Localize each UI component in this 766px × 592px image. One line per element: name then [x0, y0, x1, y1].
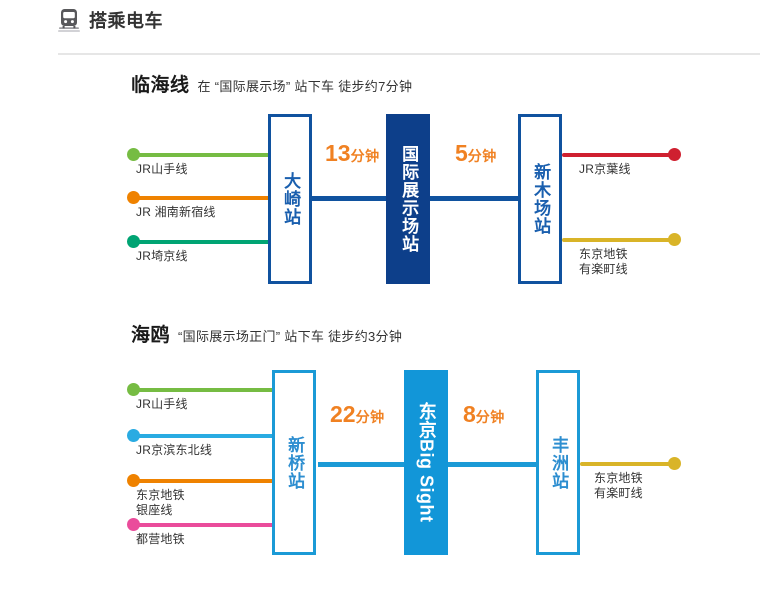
route-note: “国际展示场正门” 站下车 徒步约3分钟 [178, 329, 403, 344]
time-number: 22 [330, 401, 356, 427]
feeder-label-keihin-tohoku: JR京滨东北线 [136, 443, 213, 457]
time-unit: 分钟 [467, 148, 497, 164]
trunk-segment-2 [448, 462, 543, 467]
feeder-line-yurakucho [562, 238, 672, 242]
feeder-dot-yurakucho [668, 457, 681, 470]
station-label: 大崎站 [281, 172, 301, 226]
feeder-label-yurakucho: 东京地铁 有楽町线 [594, 471, 643, 500]
route-note: 在 “国际展示场” 站下车 徒步约7分钟 [197, 79, 413, 94]
feeder-line-toei [136, 523, 299, 527]
time-label-shimbashi-to-bigsight: 22分钟 [330, 403, 385, 426]
feeder-dot-ginza [127, 474, 140, 487]
route-diagram-rinkai: JR山手线 JR 湘南新宿线 JR埼京线 JR京葉线 东京地铁 有楽町线 大崎站… [0, 100, 766, 300]
time-number: 8 [463, 401, 476, 427]
feeder-dot-keihin-tohoku [127, 429, 140, 442]
station-label: 东京Big Sight [416, 402, 437, 523]
feeder-label-shonan-shinjuku: JR 湘南新宿线 [136, 205, 216, 219]
feeder-dot-yamanote [127, 148, 140, 161]
feeder-line-shonan-shinjuku [136, 196, 281, 200]
route-name: 临海线 [131, 75, 190, 96]
feeder-label-yurakucho: 东京地铁 有楽町线 [579, 247, 628, 276]
time-unit: 分钟 [350, 148, 380, 164]
time-unit: 分钟 [475, 409, 505, 425]
trunk-segment-2 [430, 196, 525, 201]
feeder-line-saikyo [136, 240, 281, 244]
feeder-dot-toei [127, 518, 140, 531]
feeder-line-ginza [136, 479, 299, 483]
feeder-label-toei: 都营地铁 [136, 532, 185, 546]
time-number: 5 [455, 140, 468, 166]
feeder-line-yamanote [136, 388, 299, 392]
feeder-dot-shonan-shinjuku [127, 191, 140, 204]
time-label-bigsight-to-toyosu: 8分钟 [463, 403, 505, 426]
station-label: 新木场站 [531, 163, 551, 235]
feeder-dot-saikyo [127, 235, 140, 248]
header-divider [58, 53, 760, 55]
route-diagram-yurikamome: JR山手线 JR京滨东北线 东京地铁 银座线 都营地铁 东京地铁 有楽町线 新桥… [0, 355, 766, 570]
time-number: 13 [325, 140, 351, 166]
train-icon [58, 8, 80, 34]
feeder-dot-keiyo [668, 148, 681, 161]
route-name: 海鸥 [131, 325, 171, 346]
station-box-tokyo-big-sight[interactable]: 东京Big Sight [404, 370, 448, 555]
time-label-kokusai-to-shinkiba: 5分钟 [455, 142, 497, 165]
feeder-label-yamanote: JR山手线 [136, 397, 188, 411]
feeder-line-keiyo [562, 153, 672, 157]
feeder-line-keihin-tohoku [136, 434, 299, 438]
station-box-kokusai-tenjijo[interactable]: 国际展示场站 [386, 114, 430, 284]
feeder-dot-yamanote [127, 383, 140, 396]
station-box-osaki[interactable]: 大崎站 [268, 114, 312, 284]
page-header: 搭乘电车 [58, 8, 163, 34]
feeder-line-yurakucho [580, 462, 672, 466]
feeder-label-ginza: 东京地铁 银座线 [136, 488, 185, 517]
trunk-segment-1 [300, 196, 390, 201]
station-box-shimbashi[interactable]: 新桥站 [272, 370, 316, 555]
station-box-toyosu[interactable]: 丰洲站 [536, 370, 580, 555]
station-label: 丰洲站 [549, 435, 569, 490]
feeder-label-yamanote: JR山手线 [136, 162, 188, 176]
time-label-osaki-to-kokusai: 13分钟 [325, 142, 380, 165]
feeder-line-yamanote [136, 153, 281, 157]
time-unit: 分钟 [355, 409, 385, 425]
feeder-dot-yurakucho [668, 233, 681, 246]
feeder-label-keiyo: JR京葉线 [579, 162, 631, 176]
station-label: 新桥站 [285, 435, 305, 490]
route-header-rinkai: 临海线 在 “国际展示场” 站下车 徒步约7分钟 [131, 70, 412, 97]
route-header-yurikamome: 海鸥 “国际展示场正门” 站下车 徒步约3分钟 [131, 320, 402, 347]
station-box-shinkiba[interactable]: 新木场站 [518, 114, 562, 284]
station-label: 国际展示场站 [399, 145, 419, 253]
page-title: 搭乘电车 [89, 11, 163, 31]
feeder-label-saikyo: JR埼京线 [136, 249, 188, 263]
trunk-segment-1 [318, 462, 408, 467]
